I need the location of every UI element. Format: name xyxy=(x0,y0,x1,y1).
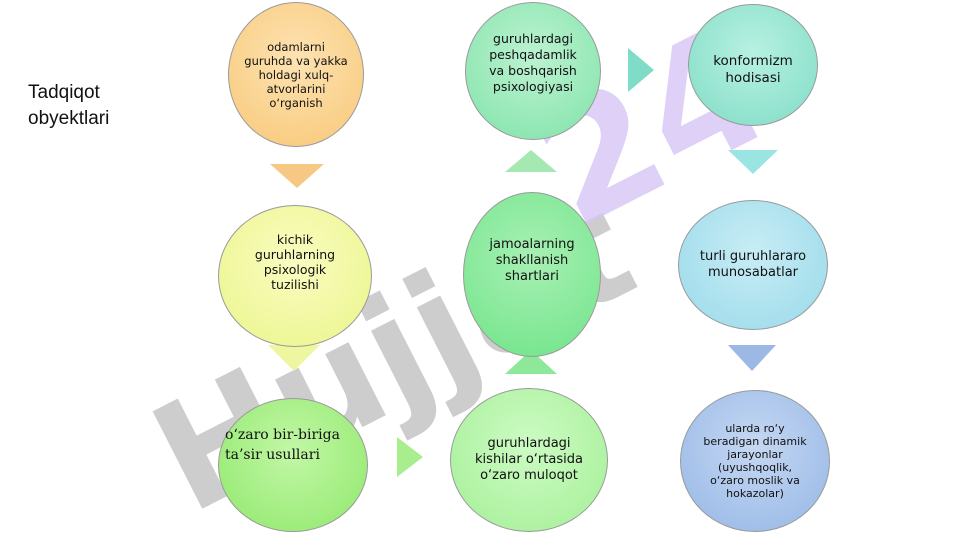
arrow-right-icon xyxy=(397,437,423,477)
node-group-behavior: odamlarni guruhda va yakka holdagi xulq-… xyxy=(228,2,364,147)
node-label: guruhlardagi kishilar o‘rtasida o‘zaro m… xyxy=(475,436,583,483)
arrow-down-icon xyxy=(728,150,778,174)
node-intergroup-relations: turli guruhlararo munosabatlar xyxy=(678,200,828,330)
page-title: Tadqiqot obyektlari xyxy=(28,82,110,129)
node-group-structure: kichik guruhlarning psixologik tuzilishi xyxy=(218,205,372,347)
arrow-right-icon xyxy=(628,48,654,92)
arrow-up-icon xyxy=(505,150,557,172)
node-label: o‘zaro bir-biriga ta’sir usullari xyxy=(225,427,340,463)
node-communication: guruhlardagi kishilar o‘rtasida o‘zaro m… xyxy=(450,388,608,532)
node-mutual-influence: o‘zaro bir-biriga ta’sir usullari xyxy=(218,398,368,532)
node-label: ularda ro‘y beradigan dinamik jarayonlar… xyxy=(703,422,807,500)
node-label: konformizm hodisasi xyxy=(713,53,793,86)
node-dynamic-processes: ularda ro‘y beradigan dinamik jarayonlar… xyxy=(680,390,830,532)
node-label: turli guruhlararo munosabatlar xyxy=(699,249,807,280)
arrow-down-icon xyxy=(728,345,776,371)
node-label: kichik guruhlarning psixologik tuzilishi xyxy=(254,232,336,292)
node-label: jamoalarning shakllanish shartlari xyxy=(489,237,575,284)
arrow-down-icon xyxy=(268,345,320,371)
node-label: guruhlardagi peshqadamlik va boshqarish … xyxy=(489,31,577,94)
node-leadership: guruhlardagi peshqadamlik va boshqarish … xyxy=(465,2,601,140)
arrow-down-icon xyxy=(270,164,324,188)
node-conformism: konformizm hodisasi xyxy=(688,4,818,126)
node-collective-formation: jamoalarning shakllanish shartlari xyxy=(463,192,601,357)
node-label: odamlarni guruhda va yakka holdagi xulq-… xyxy=(244,39,348,110)
